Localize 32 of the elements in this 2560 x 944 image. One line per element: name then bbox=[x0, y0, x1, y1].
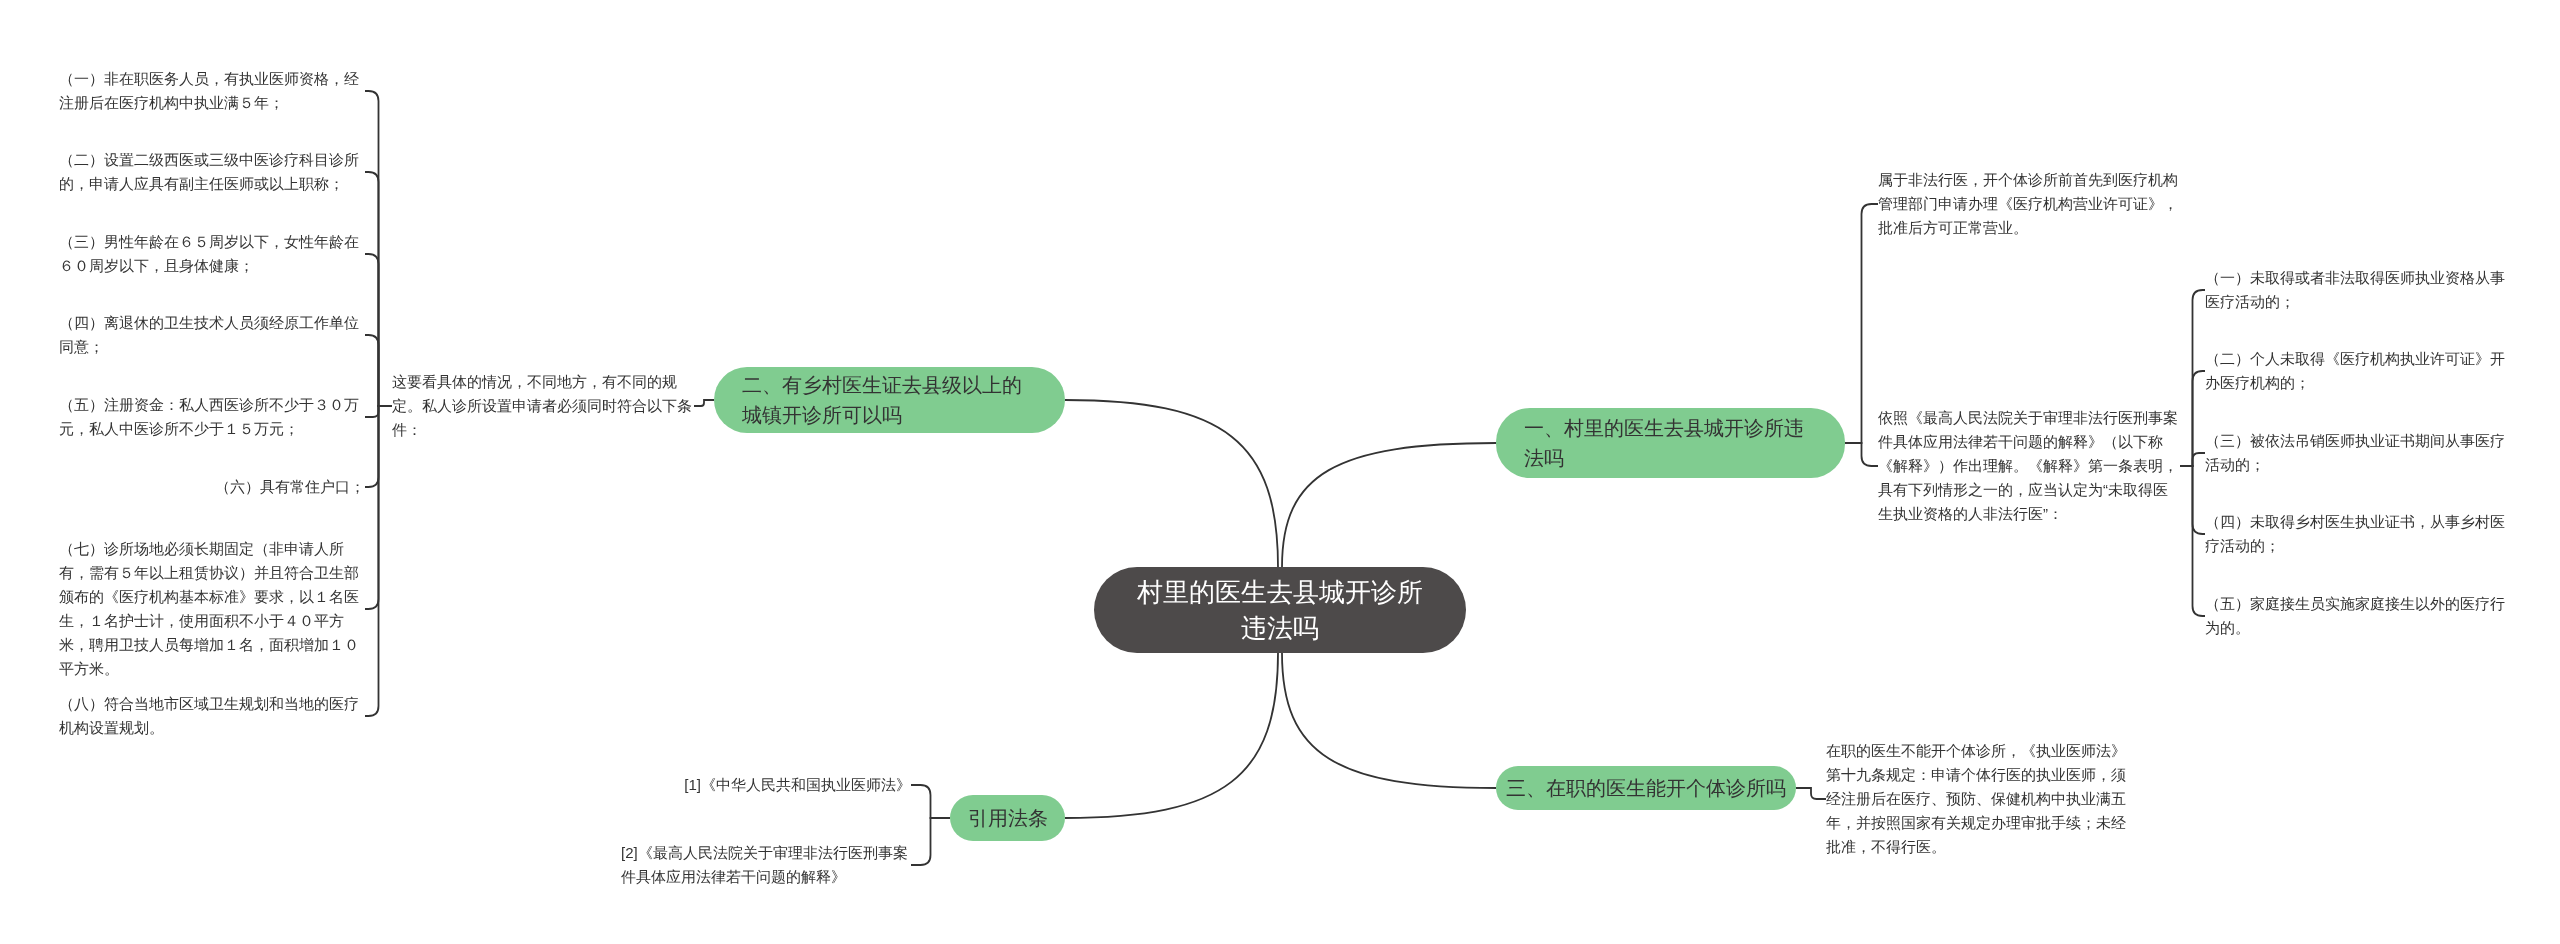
note-text: （七）诊所场地必须长期固定（非申请人所有，需有５年以上租赁协议）并且符合卫生部颁布的《医疗机构基本标准》要求，以１名医生，１名护士计，使用面积不小于４０平方米，聘用卫技人员每增加１名，面积增加１０平方米。 bbox=[59, 537, 365, 681]
note-text: （四）未取得乡村医生执业证书，从事乡村医疗活动的； bbox=[2205, 510, 2511, 558]
central-topic: 村里的医生去县城开诊所违法吗 bbox=[1094, 567, 1466, 653]
note-text: 在职的医生不能开个体诊所，《执业医师法》第十九条规定：申请个体行医的执业医师，须经注册后在医疗、预防、保健机构中执业满五年，并按照国家有关规定办理审批手续；未经批准，不得行医。 bbox=[1826, 739, 2128, 859]
note-text: 属于非法行医，开个体诊所前首先到医疗机构管理部门申请办理《医疗机构营业许可证》，批准后方可正常营业。 bbox=[1878, 168, 2180, 240]
connector-line bbox=[1281, 652, 1497, 789]
note-text: （一）非在职医务人员，有执业医师资格，经注册后在医疗机构中执业满５年； bbox=[59, 67, 365, 115]
connector-line bbox=[910, 817, 951, 866]
topic-pill: 一、村里的医生去县城开诊所违法吗 bbox=[1496, 408, 1845, 478]
connector-line bbox=[1795, 787, 1827, 800]
note-text: 这要看具体的情况，不同地方，有不同的规定。私人诊所设置申请者必须同时符合以下条件： bbox=[392, 370, 694, 442]
topic-pill: 二、有乡村医生证去县级以上的城镇开诊所可以吗 bbox=[714, 367, 1065, 433]
note-text: [1]《中华人民共和国执业医师法》 bbox=[684, 773, 911, 797]
connector-line bbox=[1281, 442, 1497, 568]
connector-line bbox=[693, 399, 715, 407]
note-text: （四）离退休的卫生技术人员须经原工作单位同意； bbox=[59, 311, 365, 359]
topic-pill: 引用法条 bbox=[950, 795, 1065, 841]
note-text: （三）被依法吊销医师执业证书期间从事医疗活动的； bbox=[2205, 429, 2511, 477]
connector-line bbox=[1064, 399, 1279, 568]
topic-pill: 三、在职的医生能开个体诊所吗 bbox=[1496, 766, 1796, 810]
note-text: [2]《最高人民法院关于审理非法行医刑事案件具体应用法律若干问题的解释》 bbox=[621, 841, 911, 889]
connector-line bbox=[2179, 465, 2206, 617]
note-text: （八）符合当地市区域卫生规划和当地的医疗机构设置规划。 bbox=[59, 692, 365, 740]
note-text: 依照《最高人民法院关于审理非法行医刑事案件具体应用法律若干问题的解释》（以下称《解释》）作出理解。《解释》第一条表明，具有下列情形之一的，应当认定为“未取得医生执业资格的人非法行医”： bbox=[1878, 406, 2180, 526]
note-text: （五）注册资金：私人西医诊所不少于３０万元，私人中医诊所不少于１５万元； bbox=[59, 393, 365, 441]
note-text: （一）未取得或者非法取得医师执业资格从事医疗活动的； bbox=[2205, 266, 2511, 314]
note-text: （五）家庭接生员实施家庭接生以外的医疗行为的。 bbox=[2205, 592, 2511, 640]
note-text: （二）设置二级西医或三级中医诊疗科目诊所的，申请人应具有副主任医师或以上职称； bbox=[59, 148, 365, 196]
connector-line bbox=[1064, 652, 1279, 819]
note-text: （二）个人未取得《医疗机构执业许可证》开办医疗机构的； bbox=[2205, 347, 2511, 395]
note-text: （六）具有常住户口； bbox=[215, 475, 365, 499]
note-text: （三）男性年龄在６５周岁以下，女性年龄在６０周岁以下，且身体健康； bbox=[59, 230, 365, 278]
